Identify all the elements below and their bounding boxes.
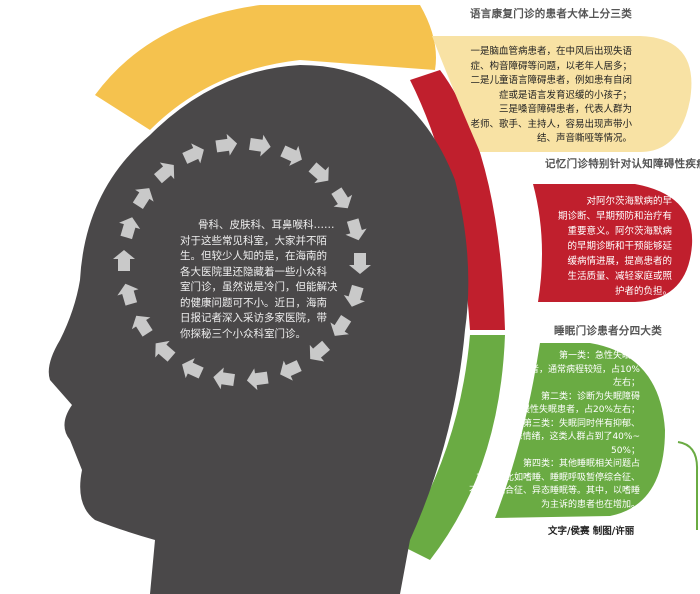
text-line: 第一类：急性失眠患 (558, 351, 640, 361)
sleep-clinic-text: 第一类：急性失眠患者，通常病程较短，占10% 左右； 第二类：诊断为失眠障碍的慢性失… (469, 350, 640, 512)
speech-clinic-text: 一是脑血管病患者，在中风后出现失语症、构音障碍等问题，以老年人居多； 二是儿童语言… (470, 45, 632, 147)
text-line: 症或是语言发育迟缓的小孩子； (498, 89, 632, 101)
arrow-icon (345, 218, 367, 241)
arrow-icon (280, 360, 302, 381)
text-line: 的慢性失眠患者，占20%左右； (511, 405, 640, 415)
arrow-icon (155, 340, 176, 362)
text-line: 第二类：诊断为失眠障碍 (540, 391, 640, 402)
text-line: 结、声音嘶哑等情况。 (536, 133, 632, 144)
arrow-icon (213, 367, 235, 390)
arrow-icon (349, 253, 371, 274)
text-line: 二是儿童语言障碍患者，例如患有自闭 (470, 75, 632, 86)
green-band (400, 335, 505, 560)
intro-text: 骨科、皮肤科、耳鼻喉科…… 对于这些常见科室，大家并不陌生。但较少人知的是，在海南… (180, 218, 338, 342)
text-line: 左右； (612, 378, 640, 388)
arrow-icon (309, 340, 331, 362)
arrow-icon (117, 283, 139, 306)
speech-clinic-title: 语言康复门诊的患者大体上分三类 (470, 8, 632, 20)
arrow-icon (113, 250, 135, 271)
text-line: 护者的负担。 (615, 286, 673, 297)
arrow-icon (131, 315, 153, 337)
memory-clinic-title: 记忆门诊特别针对认知障碍性疾病 (545, 158, 700, 170)
text-line: 50%； (610, 445, 640, 456)
text-line: 30%，比如嗜睡、睡眠呼吸暂停综合征、 (475, 472, 640, 483)
text-line: 你探秘三个小众科室门诊。 (180, 327, 306, 340)
memory-clinic-text: 对阿尔茨海默病的早期诊断、早期预防和治疗有重要意义。阿尔茨海默病的早期诊断和干预… (558, 194, 672, 299)
text-line: 的健康问题可不小。近日，海南 (180, 296, 327, 309)
text-line: 焦虑情绪，这类人群占到了40%~ (504, 432, 640, 442)
text-line: 期诊断、早期预防和治疗有 (558, 211, 673, 222)
head-silhouette (48, 65, 469, 594)
arrow-icon (343, 284, 365, 307)
text-line: 三是嗓音障碍患者，代表人群为 (498, 104, 632, 115)
arrow-icon (246, 368, 269, 391)
text-line: 重要意义。阿尔茨海默病 (567, 226, 673, 237)
arrow-icon (330, 314, 352, 336)
text-line: 的早期诊断和干预能够延 (567, 241, 673, 252)
text-line: 对于这些常见科室，大家并不陌 (180, 234, 327, 247)
text-line: 对阿尔茨海默病的早 (586, 196, 673, 207)
text-line: 者，通常病程较短，占10% (529, 364, 640, 375)
text-line: 第四类：其他睡眠相关问题占 (522, 459, 640, 469)
text-line: 日报记者深入采访多家医院，带 (180, 312, 327, 324)
arrow-icon (119, 217, 141, 240)
arrow-icon (153, 162, 175, 184)
text-line: 老师、歌手、主持人，容易出现声带小 (470, 118, 632, 130)
yellow-band (95, 5, 436, 130)
text-line: 室门诊，虽然说是冷门，但能解决 (180, 281, 338, 293)
text-line: 生。但较少人知的是，在海南的 (180, 250, 327, 262)
arrow-icon (215, 133, 238, 156)
text-line: 一是脑血管病患者，在中风后出现失语 (470, 46, 632, 57)
arrow-icon (308, 162, 329, 184)
text-line: 生活质量、减轻家庭或照 (567, 271, 673, 282)
arrow-circle (113, 133, 371, 391)
text-line: 第三类：失眠同时伴有抑郁、 (522, 418, 640, 429)
arrow-icon (249, 134, 271, 157)
arrow-icon (280, 145, 302, 166)
text-line: 骨科、皮肤科、耳鼻喉科…… (198, 219, 335, 231)
text-line: 缓病情进展，提高患者的 (567, 256, 673, 267)
text-line: 不安腿综合征、异态睡眠等。其中，以嗜睡 (468, 486, 640, 496)
arrow-icon (331, 187, 353, 209)
sleep-clinic-title: 睡眠门诊患者分四大类 (554, 325, 662, 337)
arrow-icon (182, 358, 204, 379)
arrow-icon (182, 143, 204, 164)
arrow-icon (132, 188, 154, 210)
text-line: 各大医院里还隐藏着一些小众科 (180, 265, 327, 278)
text-line: 为主诉的患者也在增加。 (540, 499, 640, 510)
text-line: 症、构音障碍等问题，以老年人居多； (470, 60, 632, 72)
credit-line: 文字/侯赛 制图/许丽 (548, 526, 635, 537)
